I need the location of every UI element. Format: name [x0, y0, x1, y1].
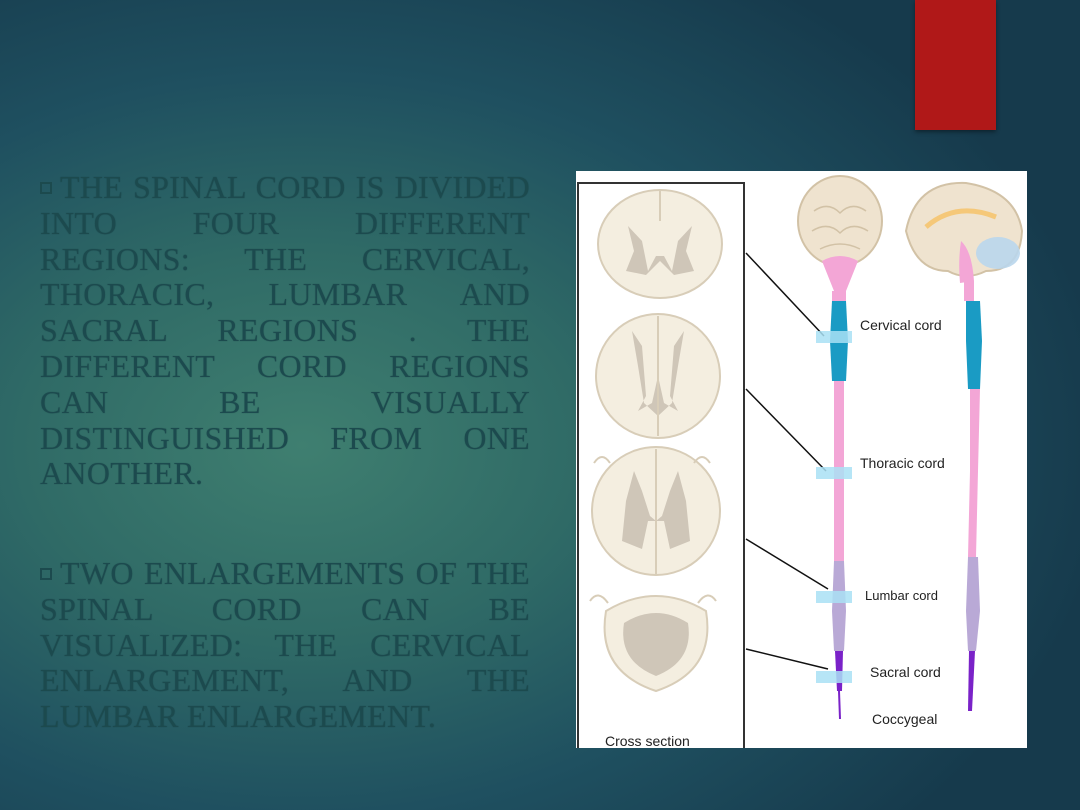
label-thoracic-cord: Thoracic cord — [860, 455, 945, 471]
paragraph-2-text: TWO ENLARGEMENTS OF THE SPINAL CORD CAN … — [40, 555, 530, 734]
spinal-cord-front — [830, 291, 848, 719]
bullet-square-icon — [40, 182, 52, 194]
cross-section-lumbar — [592, 447, 720, 575]
paragraph-1-text: THE SPINAL CORD IS DIVIDED INTO FOUR DIF… — [40, 169, 530, 491]
label-coccygeal: Coccygeal — [872, 711, 937, 727]
cross-section-sacral — [590, 595, 716, 691]
bullet-square-icon — [40, 568, 52, 580]
brain-front-view — [798, 176, 882, 291]
brain-side-view — [906, 183, 1022, 283]
label-lumbar-cord: Lumbar cord — [865, 588, 938, 603]
paragraph-spinal-regions: THE SPINAL CORD IS DIVIDED INTO FOUR DIF… — [40, 170, 530, 492]
spinal-cord-side — [964, 281, 982, 711]
spinal-cord-figure: Cervical cord Thoracic cord Lumbar cord … — [576, 171, 1027, 748]
cross-section-thoracic — [596, 314, 720, 438]
red-accent-tab — [915, 0, 996, 130]
label-cervical-cord: Cervical cord — [860, 317, 942, 333]
cross-section-cervical — [598, 190, 722, 298]
spinal-cord-diagram: Cervical cord Thoracic cord Lumbar cord … — [576, 171, 1027, 748]
label-cross-section: Cross section — [605, 733, 690, 748]
label-sacral-cord: Sacral cord — [870, 664, 941, 680]
paragraph-enlargements: TWO ENLARGEMENTS OF THE SPINAL CORD CAN … — [40, 556, 530, 735]
